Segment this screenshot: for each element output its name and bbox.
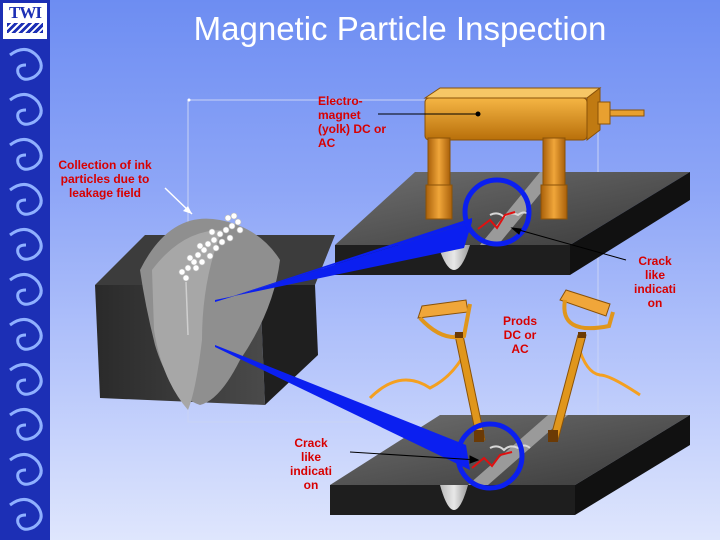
prods: [368, 289, 641, 442]
magnifier-ring-top: [462, 177, 532, 247]
logo-text: TWI: [9, 3, 42, 22]
electromagnet-label: Electro- magnet (yolk) DC or AC: [318, 94, 387, 150]
frame-corner-dot: [187, 98, 191, 102]
logo-stripes: [7, 23, 43, 33]
crack-label-bottom: Crack like indicati on: [289, 436, 332, 492]
slide-title: Magnetic Particle Inspection: [193, 10, 607, 47]
crack-indication-bottom: [471, 451, 513, 469]
magnifier-cone-bottom: [215, 345, 470, 470]
ink-particle-cluster: [178, 212, 244, 282]
magnifier-cone-top: [215, 218, 472, 302]
electromagnet-yoke: [423, 86, 645, 220]
leader-lines: [349, 111, 627, 464]
prods-label: Prods DC or AC: [502, 314, 537, 356]
sidebar-decoration: TWI: [0, 0, 50, 540]
crack-label-top: Crack like indicati on: [633, 254, 676, 310]
collection-label: Collection of ink particles due to leaka…: [58, 158, 152, 200]
magnifier-ring-bottom: [455, 421, 525, 491]
twi-logo: TWI: [2, 2, 48, 40]
scroll-pattern: [9, 48, 43, 531]
weld-cross-section: [95, 218, 335, 410]
crack-indication-top: [477, 211, 516, 230]
